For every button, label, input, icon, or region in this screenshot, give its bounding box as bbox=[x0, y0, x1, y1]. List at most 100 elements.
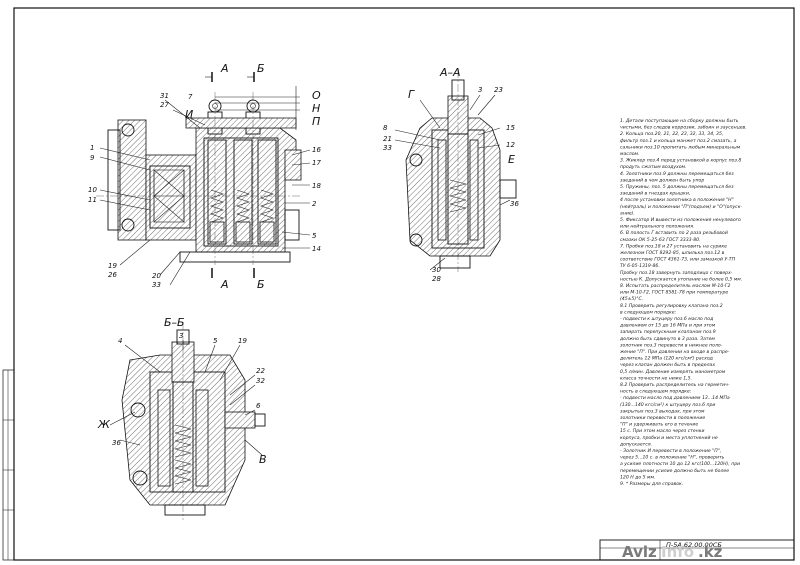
callout-aa-8: 8 bbox=[383, 124, 388, 132]
level-p-label: П bbox=[312, 115, 320, 128]
callout-aa-15: 15 bbox=[506, 124, 515, 132]
callout-20: 20 bbox=[152, 272, 161, 280]
sheet-frame bbox=[2, 7, 795, 561]
note-line: класса точности не ниже 1,5. bbox=[620, 375, 692, 381]
callout-bb-3: 3 bbox=[179, 332, 183, 340]
callout-33: 33 bbox=[152, 281, 161, 289]
callout-bb-36: 36 bbox=[112, 439, 121, 447]
note-line: Пробку поз.18 завернуть заподлицо с пове… bbox=[620, 270, 733, 276]
callout-aa-12: 12 bbox=[506, 141, 515, 149]
note-line: 9. * Размеры для справок. bbox=[620, 481, 683, 487]
note-line: давлением от 15 до 16 МПа и при этом bbox=[619, 323, 716, 329]
note-line: "П" и удерживать его в течение bbox=[620, 422, 698, 428]
note-line: 7. Пробки поз.18 и 27 установить на сури… bbox=[620, 243, 727, 249]
callout-10: 10 bbox=[88, 186, 97, 194]
callout-16: 16 bbox=[312, 146, 321, 154]
note-line: золотник поз.3 перевести в нижнее поло- bbox=[620, 342, 723, 348]
note-line: (130...140 кгс/см²) к штуцеру поз.6 при bbox=[620, 402, 715, 408]
note-line: должно быть сдвинуто в 3 раза. Затем bbox=[619, 336, 715, 342]
note-line: - подвести к штуцеру поз.6 масло под bbox=[620, 316, 713, 322]
note-line: маслом. bbox=[620, 152, 639, 157]
note-line: 4 после установки золотника в положения … bbox=[620, 197, 734, 203]
callout-18: 18 bbox=[312, 182, 321, 190]
note-line: золотники перевести в положение bbox=[620, 416, 705, 421]
note-line: 1. Детали поступающие на сборку должны б… bbox=[620, 118, 739, 124]
callout-aa-36: 36 bbox=[510, 200, 519, 208]
note-line: фильтр поз.1 и кольца манжет поз.2 смаза… bbox=[620, 138, 737, 144]
watermark-aviz: Aviz bbox=[622, 543, 657, 561]
main-view-drawing bbox=[96, 72, 311, 286]
view-letter-e: Е bbox=[508, 153, 515, 166]
note-line: 5. Пружины, поз. 5 должны перемещаться б… bbox=[620, 184, 734, 190]
note-line: 8.1 Проверить регулировку клапана поз.2 bbox=[620, 303, 723, 309]
section-bb-drawing bbox=[109, 322, 266, 520]
note-line: 6. В полость Г вставить по 2 раза резьбо… bbox=[620, 230, 728, 236]
note-line: (нейтраль) и положении "П"(подъем) и "О"… bbox=[620, 204, 742, 210]
view-letter-zh: Ж bbox=[97, 418, 111, 431]
note-line: делитель 12 МПа (120 кгс/см²) расход bbox=[619, 356, 713, 362]
callout-aa-3: 3 bbox=[478, 86, 482, 94]
note-line: или нейтрального положения. bbox=[620, 224, 694, 230]
note-line: - подвести масло под давлением 13...14 М… bbox=[620, 395, 730, 401]
callout-19: 19 bbox=[108, 262, 117, 270]
note-line: 120 Н до 5 мм. bbox=[620, 474, 655, 480]
note-line: жение "П". При давлении на входе в распр… bbox=[619, 349, 730, 355]
note-line: - Золотник И перевести в положение "П", bbox=[620, 448, 721, 454]
callout-aa-33: 33 bbox=[383, 144, 392, 152]
note-line: через 5...10 с. в положение "Н", провери… bbox=[620, 455, 725, 461]
section-marker-b-bottom: Б bbox=[257, 278, 265, 291]
note-line: 2. Кольца поз.20, 21, 22, 23, 32, 33, 34… bbox=[620, 131, 723, 137]
view-letter-v: В bbox=[259, 453, 267, 466]
callout-aa-30: 30 bbox=[432, 266, 441, 274]
note-line: соответствие ГОСТ 4361-73, или замазкой … bbox=[620, 257, 736, 263]
note-line: перемещении усилие должно быть не более bbox=[620, 468, 729, 474]
section-marker-a-top: А bbox=[220, 62, 229, 75]
callout-26: 26 bbox=[108, 271, 117, 279]
callout-27: 27 bbox=[160, 101, 169, 109]
callout-bb-4: 4 bbox=[118, 337, 122, 345]
note-line: 4. Золотники поз.9 должны перемещаться б… bbox=[620, 171, 734, 177]
note-line: (45±5)°С. bbox=[620, 296, 643, 302]
callout-bb-32: 32 bbox=[256, 377, 265, 385]
note-line: 8.2 Проверить распределитель на герметич… bbox=[620, 382, 730, 388]
title-block bbox=[599, 539, 795, 561]
technical-notes: 1. Детали поступающие на сборку должны б… bbox=[619, 118, 747, 487]
note-line: заеданий в чем должен быть упор bbox=[620, 177, 704, 183]
note-line: ностью К. Допускается утопание не более … bbox=[620, 276, 742, 282]
callout-bb-19: 19 bbox=[238, 337, 247, 345]
note-line: ТУ 6-05-1319-86. bbox=[620, 263, 660, 269]
note-line: а усилие плотности 10 до 12 кгс(100...12… bbox=[620, 461, 740, 467]
watermark: Aviz Info .kz bbox=[622, 543, 723, 561]
note-line: 5. Фиксатор И вывести из положения ненул… bbox=[620, 217, 741, 223]
callout-17: 17 bbox=[312, 159, 321, 167]
note-line: заеданий в гнездах крышки, bbox=[620, 191, 690, 197]
callout-bb-5: 5 bbox=[213, 337, 218, 345]
note-line: в следующем порядке: bbox=[620, 310, 677, 315]
callout-aa-21: 21 bbox=[383, 135, 392, 143]
section-bb-title: Б–Б bbox=[164, 316, 185, 329]
watermark-info: Info bbox=[661, 543, 694, 561]
note-line: запирать перепускным клапаном поз.9 bbox=[620, 329, 716, 335]
callout-9: 9 bbox=[90, 154, 95, 162]
callout-14: 14 bbox=[312, 245, 321, 253]
section-aa-drawing bbox=[394, 70, 517, 272]
note-line: 3. Жиклер поз.4 перед установкой в корпу… bbox=[620, 158, 741, 164]
view-letter-g: Г bbox=[408, 88, 415, 101]
note-line: смазки ОК 5-25-63 ГОСТ 3333-80. bbox=[620, 237, 701, 243]
note-line: 8. Испытать распределитель маслом М-10-Г… bbox=[620, 283, 730, 289]
note-line: через клапан должен быть в пределах bbox=[620, 362, 715, 368]
drawing-code: П-5А.62.00.00СБ bbox=[666, 541, 722, 549]
callout-11: 11 bbox=[88, 196, 97, 204]
section-marker-b-top: Б bbox=[257, 62, 265, 75]
callout-bb-22: 22 bbox=[256, 367, 265, 375]
section-marker-a-bottom: А bbox=[220, 278, 229, 291]
callout-1: 1 bbox=[90, 144, 94, 152]
callout-2: 2 bbox=[312, 200, 317, 208]
callout-aa-23: 23 bbox=[494, 86, 503, 94]
callout-5: 5 bbox=[312, 232, 317, 240]
callout-bb-6: 6 bbox=[256, 402, 261, 410]
callout-7: 7 bbox=[188, 93, 193, 101]
note-line: 15 с. При этом масло через стенки bbox=[620, 428, 705, 434]
note-line: сальники поз.10 пропитать любым минераль… bbox=[620, 144, 741, 150]
note-line: железном ГОСТ 8292-85, шпилька поз.12 в bbox=[619, 250, 725, 256]
